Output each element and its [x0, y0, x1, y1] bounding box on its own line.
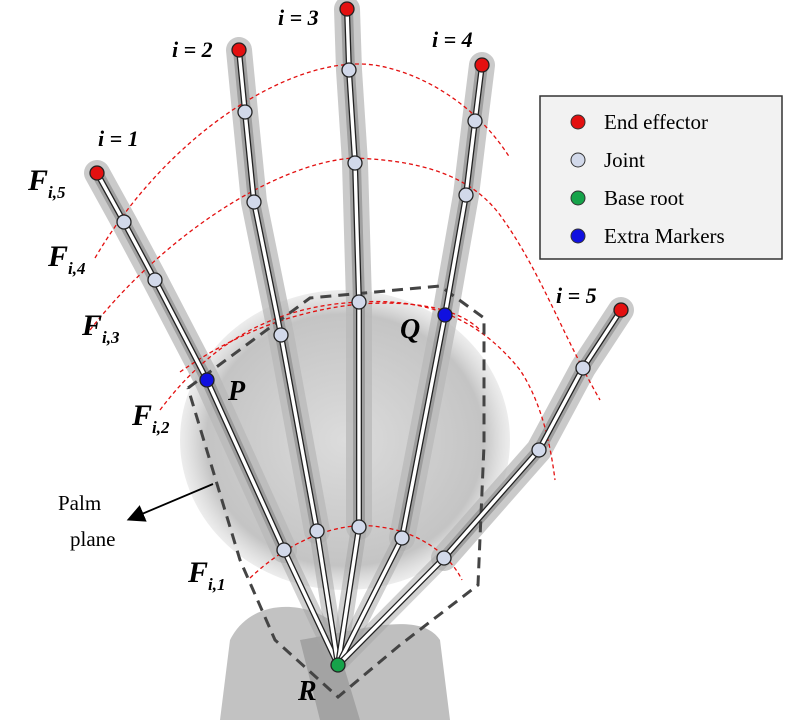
end-effector-4 [474, 57, 490, 73]
legend-label-end-effector: End effector [604, 110, 708, 134]
joint-2-4 [237, 104, 253, 120]
finger-label-1: i = 1 [98, 126, 139, 151]
frame-label-1: Fi,1 [187, 556, 226, 594]
joint-4-1 [394, 530, 410, 546]
palm-arrow [126, 483, 214, 522]
joint-2-1 [309, 523, 325, 539]
legend-label-extra-markers: Extra Markers [604, 224, 725, 248]
legend-swatch-end-effector [570, 114, 586, 130]
joint-5-1 [436, 550, 452, 566]
legend-item-end-effector: End effector [570, 110, 708, 134]
chain-line-4 [336, 64, 484, 666]
palm-plane-outline [186, 284, 486, 699]
finger-label-4: i = 4 [432, 27, 473, 52]
end-effector-3 [339, 1, 355, 17]
extra-marker-q [437, 307, 453, 323]
frame-curve-5 [94, 63, 511, 259]
finger-label-5: i = 5 [556, 283, 597, 308]
joint-1-1 [276, 542, 292, 558]
legend-label-joint: Joint [604, 148, 645, 172]
joint-2-3 [246, 194, 262, 210]
extra-marker-p [199, 372, 215, 388]
joint-3-4 [341, 62, 357, 78]
joint-3-1 [351, 519, 367, 535]
joint-4-4 [467, 113, 483, 129]
point-label-p: P [227, 376, 246, 407]
palm-label-line2: plane [70, 527, 115, 551]
end-effector-1 [89, 165, 105, 181]
point-label-q: Q [400, 314, 420, 345]
frame-label-5: Fi,5 [27, 164, 66, 202]
frame-curve-4 [89, 157, 601, 401]
frame-curve-3 [159, 300, 556, 481]
finger-labels: i = 1 i = 2 i = 3 i = 4 i = 5 [98, 5, 597, 308]
chain-line-3 [336, 8, 361, 666]
frame-label-3: Fi,3 [81, 309, 120, 347]
legend-label-base-root: Base root [604, 186, 684, 210]
legend-swatch-base-root [570, 190, 586, 206]
chain-line-2 [237, 49, 340, 666]
legend: End effector Joint Base root Extra Marke… [539, 95, 783, 260]
end-effector-5 [613, 302, 629, 318]
palm-plane-annotation: Palm plane [58, 483, 214, 551]
chain-line-1 [95, 172, 340, 666]
legend-swatch-extra-markers [570, 228, 586, 244]
end-effector-2 [231, 42, 247, 58]
kinematic-nodes [89, 1, 629, 673]
joint-3-3 [347, 155, 363, 171]
joint-4-3 [458, 187, 474, 203]
joint-5-3 [575, 360, 591, 376]
finger-label-2: i = 2 [172, 37, 213, 62]
joint-1-3 [147, 272, 163, 288]
legend-item-extra-markers: Extra Markers [570, 224, 725, 248]
frame-labels: Fi,5 Fi,4 Fi,3 Fi,2 Fi,1 [27, 164, 226, 594]
frame-label-4: Fi,4 [47, 240, 86, 278]
frame-label-2: Fi,2 [131, 399, 170, 437]
finger-chains [94, 8, 624, 668]
joint-3-2 [351, 294, 367, 310]
base-root-r [330, 657, 346, 673]
joint-1-4 [116, 214, 132, 230]
legend-item-joint: Joint [570, 148, 645, 172]
joint-2-2 [273, 327, 289, 343]
joint-5-2 [531, 442, 547, 458]
legend-swatch-joint [570, 152, 586, 168]
legend-item-base-root: Base root [570, 186, 684, 210]
point-label-r: R [297, 676, 317, 707]
finger-label-3: i = 3 [278, 5, 319, 30]
palm-label-line1: Palm [58, 491, 101, 515]
